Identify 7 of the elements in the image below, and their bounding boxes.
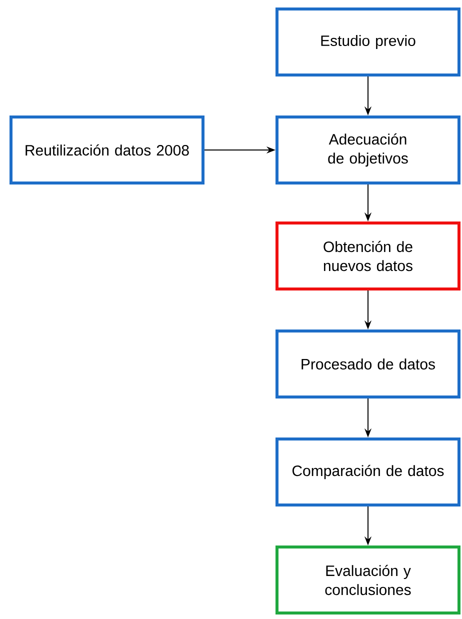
process-box: Reutilización datos 2008 bbox=[10, 116, 204, 184]
process-box: Obtención de nuevos datos bbox=[276, 222, 460, 290]
process-box: Adecuación de objetivos bbox=[276, 116, 460, 184]
process-box: Evaluación y conclusiones bbox=[276, 546, 460, 614]
process-box: Procesado de datos bbox=[276, 330, 460, 398]
process-box: Estudio previo bbox=[276, 8, 460, 76]
process-box: Comparación de datos bbox=[276, 438, 460, 506]
